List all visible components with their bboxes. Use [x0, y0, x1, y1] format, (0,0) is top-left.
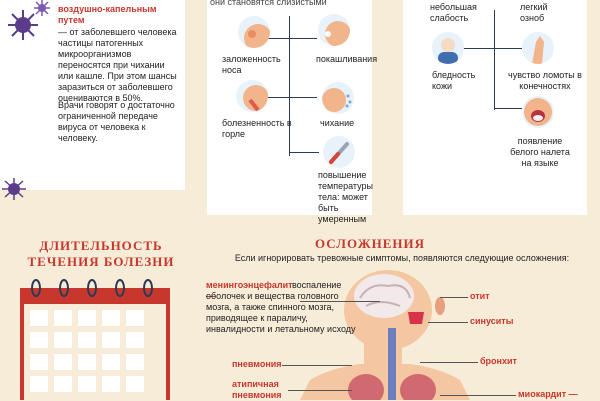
symptom-sore-throat: болезненность в горле: [222, 118, 292, 139]
symptom-fever: повышение температуры тела: может быть у…: [318, 170, 374, 224]
tree-branch: [289, 152, 319, 153]
label-pneumonia: пневмония: [232, 359, 282, 369]
pointer-line: [440, 395, 516, 396]
label-myocarditis: миокардит —: [518, 389, 578, 399]
label-sinusitis: синуситы: [470, 316, 514, 326]
meningoencephalitis-desc-text: воспаление оболочек и вещества головного…: [206, 280, 356, 334]
symptom-sneezing: чихание: [320, 118, 355, 128]
virus-icon: [8, 10, 38, 40]
symptom-chills: легкий озноб: [520, 2, 548, 23]
duration-title: ДЛИТЕЛЬНОСТЬ ТЕЧЕНИЯ БОЛЕЗНИ: [27, 238, 175, 269]
pointer-line: [428, 322, 468, 323]
pointer-line: [282, 365, 352, 366]
label-bronchitis: бронхит: [480, 356, 517, 366]
sneeze-icon: [322, 82, 354, 114]
pointer-line: [440, 297, 468, 298]
label-atypical-pneumonia: атипичная пневмония: [232, 379, 282, 400]
symptoms-card-right: [403, 0, 587, 215]
calendar-icon: [20, 279, 170, 400]
nose-icon: [238, 16, 270, 48]
tree-branch: [262, 38, 317, 39]
aching-limbs-icon: [522, 32, 554, 64]
virus-icon-bottom: [2, 178, 26, 200]
pointer-line: [420, 362, 478, 363]
transmission-text: — от заболевшего человека частицы патоге…: [58, 27, 177, 103]
complications-title: ОСЛОЖНЕНИЯ: [314, 236, 426, 251]
pointer-line: [300, 301, 380, 302]
complications-intro: Если игнорировать тревожные симптомы, по…: [234, 253, 570, 263]
symptoms-heading: они становятся слизистыми: [210, 0, 327, 7]
cough-icon: [318, 14, 350, 46]
transmission-highlight: воздушно-капельным путем: [58, 4, 157, 25]
tongue-icon: [522, 96, 554, 128]
tree-branch: [462, 48, 522, 49]
meningoencephalitis-term: менингоэнцефалит —: [206, 280, 293, 301]
human-body-illustration: [300, 270, 470, 400]
symptom-cough: покашливания: [316, 54, 378, 64]
transmission-text-2: Врачи говорят о достаточно ограниченной …: [58, 100, 175, 143]
symptom-tongue-coating: появление белого налета на языке: [510, 136, 570, 168]
virus-icon-small: [34, 0, 50, 16]
pointer-line: [288, 390, 352, 391]
symptom-aching: чувство ломоты в конечностях: [508, 70, 582, 91]
throat-icon: [236, 80, 268, 112]
symptom-weakness: небольшая слабость: [430, 2, 477, 23]
tree-branch: [494, 108, 522, 109]
tree-branch: [262, 97, 317, 98]
label-otitis: отит: [470, 291, 490, 301]
pale-skin-icon: [432, 32, 464, 64]
thermometer-icon: [323, 136, 355, 168]
tree-line-right: [494, 10, 495, 110]
symptom-nasal-congestion: заложенность носа: [222, 54, 281, 75]
meningoencephalitis-desc-block: воспаление оболочек и вещества головного…: [206, 280, 366, 335]
symptom-pale-skin: бледность кожи: [432, 70, 476, 91]
tree-line-middle: [289, 16, 290, 156]
